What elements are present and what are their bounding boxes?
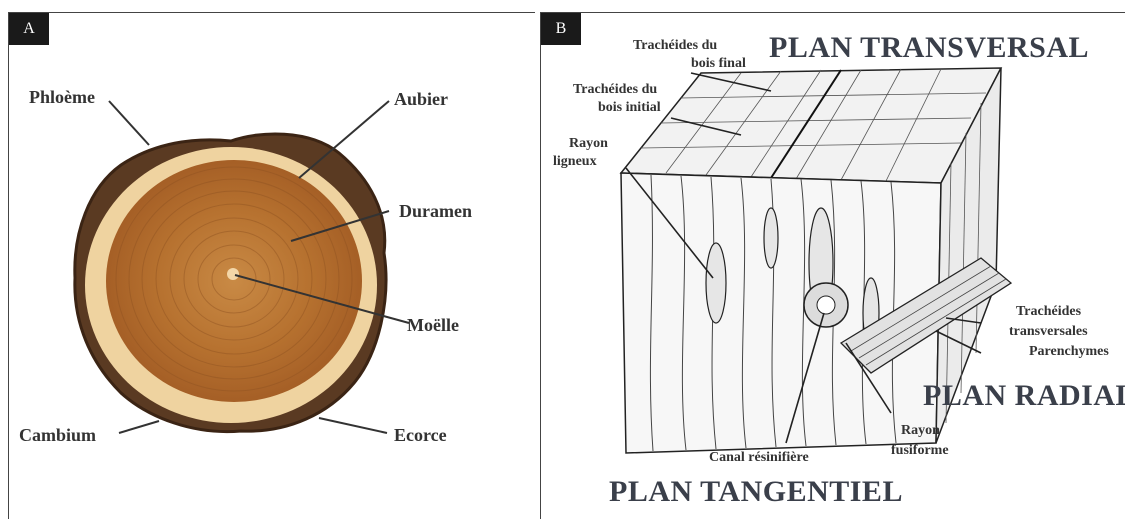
label-canal-resinifere: Canal résinifière xyxy=(709,450,809,465)
label-rayon-ligneux-line1: Rayon xyxy=(569,136,608,151)
plane-radial-title: PLAN RADIAL xyxy=(923,379,1125,412)
label-tracheides-initial-line2: bois initial xyxy=(598,100,661,115)
label-tracheides-initial-line1: Trachéides du xyxy=(573,82,657,97)
heartwood-core xyxy=(106,160,362,402)
label-duramen: Duramen xyxy=(399,201,472,221)
label-tracheides-final-line2: bois final xyxy=(691,56,746,71)
wood-block-figure: PLAN TRANSVERSAL PLAN RADIAL PLAN TANGEN… xyxy=(541,13,1125,519)
label-parenchymes: Parenchymes xyxy=(1029,344,1109,359)
label-moelle: Moëlle xyxy=(407,315,459,335)
pith-center xyxy=(227,268,239,280)
trunk-cross-section-figure: Phloème Aubier Duramen Moëlle Cambium Ec… xyxy=(9,13,535,519)
label-phloeme: Phloème xyxy=(29,87,95,107)
label-tracheides-transversales-line2: transversales xyxy=(1009,324,1088,339)
label-ecorce: Ecorce xyxy=(394,425,447,445)
label-rayon-fusiforme-line1: Rayon xyxy=(901,423,940,438)
panel-a-trunk-cross-section: A xyxy=(8,12,535,519)
panel-b-wood-block-structure: B xyxy=(540,12,1125,519)
plane-tangentiel-title: PLAN TANGENTIEL xyxy=(609,475,903,508)
label-tracheides-final-line1: Trachéides du xyxy=(633,38,717,53)
resin-canal-lumen xyxy=(817,296,835,314)
plane-transversal-title: PLAN TRANSVERSAL xyxy=(769,31,1089,64)
label-tracheides-transversales-line1: Trachéides xyxy=(1016,304,1082,319)
label-cambium: Cambium xyxy=(19,425,96,445)
label-rayon-fusiforme-line2: fusiforme xyxy=(891,443,949,458)
label-rayon-ligneux-line2: ligneux xyxy=(553,154,597,169)
label-aubier: Aubier xyxy=(394,89,448,109)
